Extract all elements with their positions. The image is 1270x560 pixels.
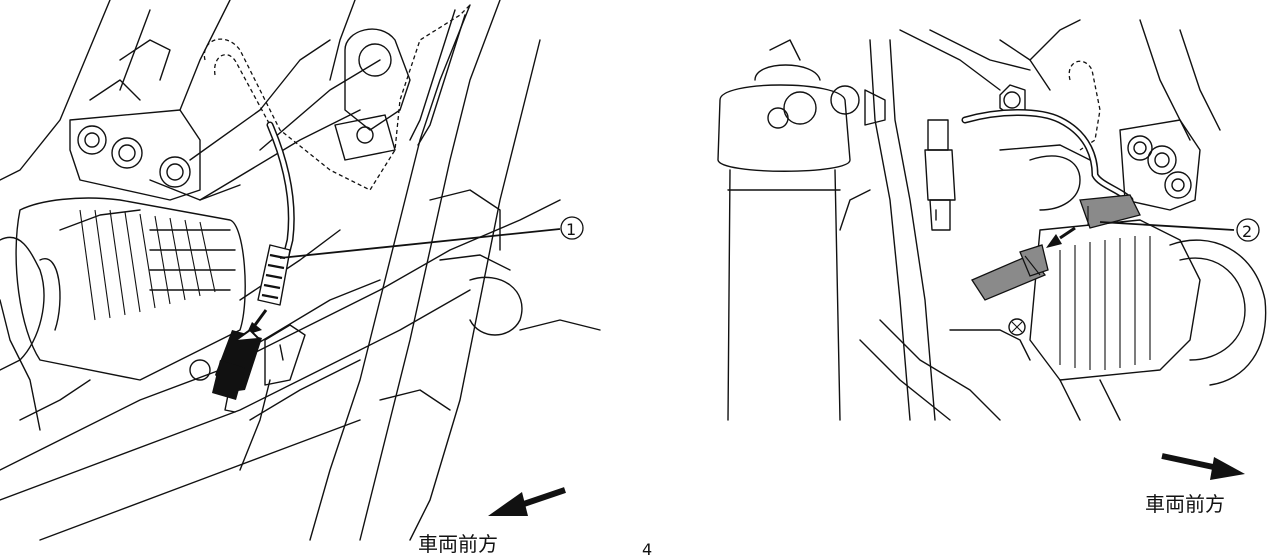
right-connector-gray <box>971 244 1049 301</box>
right-screw <box>1008 318 1026 336</box>
left-headlight <box>0 197 246 381</box>
right-coupler-gray <box>1079 194 1141 229</box>
callout-2-circle <box>1236 218 1260 242</box>
right-diagram-drawing: 2 <box>717 19 1267 480</box>
right-bracket-bolts <box>1119 119 1201 211</box>
left-diagram-drawing: 1 <box>0 0 601 541</box>
right-direction-label: 車両前方 <box>1145 492 1225 516</box>
right-figure: 2 車両前方 <box>700 0 1270 560</box>
left-wire-route-dashed-inner <box>214 54 271 126</box>
arrow-right-down-icon <box>1161 453 1245 480</box>
callout-1-number: 1 <box>566 220 576 239</box>
left-connector-holder <box>264 324 306 386</box>
right-fork-tube <box>717 39 851 421</box>
arrow-left-down-icon <box>488 487 566 516</box>
page-number: 4 <box>642 540 653 559</box>
right-frame-lines <box>839 19 1221 421</box>
callout-1-text: ① <box>1 1 2 2</box>
callout-2-leader <box>1099 221 1235 231</box>
left-wire-route-dashed <box>203 4 471 191</box>
left-frame-lines <box>0 0 601 541</box>
right-bolts-upper <box>830 84 1026 126</box>
callout-2-number: 2 <box>1242 222 1252 241</box>
left-coupler-ribbed <box>257 244 291 306</box>
left-connector-black <box>189 328 262 413</box>
left-bracket-bolts <box>69 109 241 201</box>
pull-arrow-icon <box>1046 226 1076 248</box>
callout-1-circle <box>560 216 584 240</box>
callout-2-text: ② <box>3 1 4 2</box>
left-figure: 1 車両前方 <box>0 0 601 556</box>
left-mount-tab <box>334 28 411 161</box>
left-direction-label: 車両前方 <box>418 532 498 556</box>
right-wire-route-dashed <box>1068 60 1101 151</box>
callout-1-leader <box>279 228 561 259</box>
right-sensor <box>924 119 956 231</box>
right-headlight <box>1029 219 1267 386</box>
